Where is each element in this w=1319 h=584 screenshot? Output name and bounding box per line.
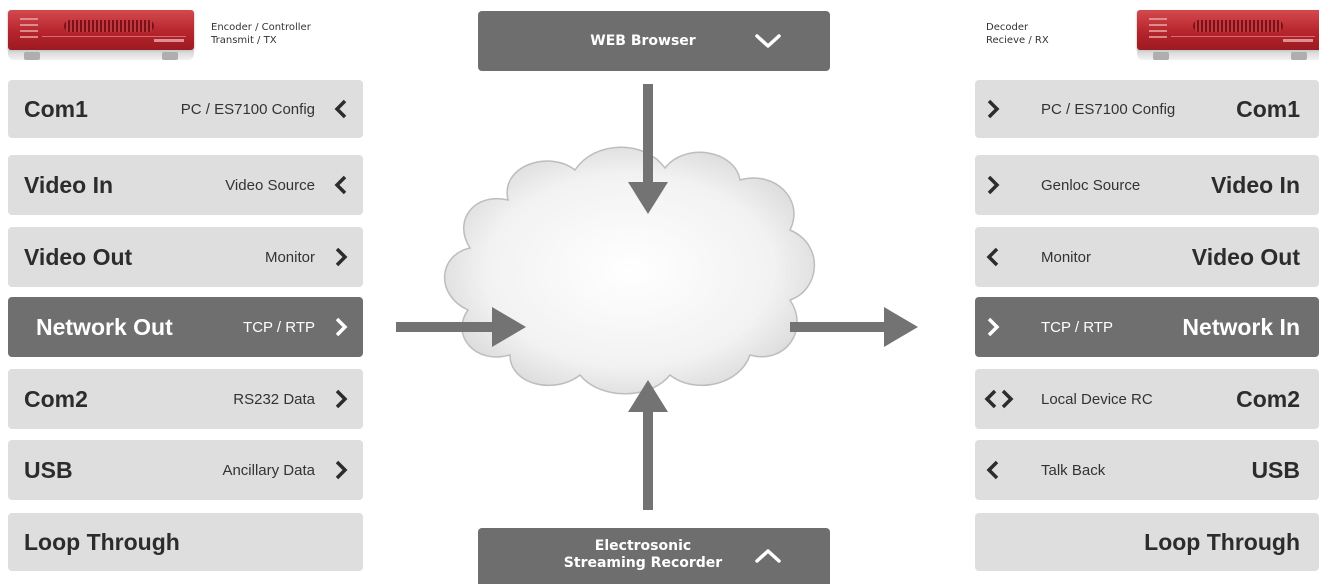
chevron-down-icon bbox=[755, 34, 781, 48]
chevron-right-icon bbox=[333, 316, 349, 338]
encoder-row-video-out[interactable]: Monitor Video Out bbox=[8, 227, 363, 287]
chevron-left-icon bbox=[983, 388, 999, 410]
decoder-port-label: Com2 bbox=[1236, 386, 1300, 412]
encoder-device-image bbox=[8, 10, 194, 60]
web-browser-label: WEB Browser bbox=[590, 33, 696, 49]
encoder-row-network-out[interactable]: TCP / RTP Network Out bbox=[8, 297, 363, 357]
web-browser-box[interactable]: WEB Browser bbox=[478, 11, 830, 71]
decoder-port-label: Video Out bbox=[1191, 244, 1300, 270]
chevron-right-icon bbox=[985, 98, 1001, 120]
encoder-row-com2[interactable]: RS232 Data Com2 bbox=[8, 369, 363, 429]
decoder-port-label: Network In bbox=[1182, 314, 1300, 340]
encoder-port-description: TCP / RTP bbox=[243, 319, 315, 336]
recorder-line1: Electrosonic bbox=[594, 538, 692, 554]
decoder-port-description: Monitor bbox=[1041, 249, 1092, 266]
encoder-port-label: Video In bbox=[24, 172, 114, 198]
encoder-port-label: Com2 bbox=[24, 386, 88, 412]
chevron-left-icon bbox=[985, 246, 1001, 268]
streaming-recorder-box[interactable]: Electrosonic Streaming Recorder bbox=[478, 528, 830, 584]
decoder-row-video-in[interactable]: Genloc Source Video In bbox=[975, 155, 1319, 215]
decoder-port-label: Video In bbox=[1210, 172, 1300, 198]
chevron-right-icon bbox=[985, 174, 1001, 196]
decoder-caption-line2: Recieve / RX bbox=[986, 35, 1049, 46]
encoder-port-label: Network Out bbox=[36, 314, 173, 340]
encoder-port-description: Ancillary Data bbox=[222, 462, 315, 479]
encoder-row-usb[interactable]: Ancillary Data USB bbox=[8, 440, 363, 500]
encoder-caption-line2: Transmit / TX bbox=[211, 35, 277, 46]
encoder-port-description: RS232 Data bbox=[233, 391, 315, 408]
recorder-label: Electrosonic Streaming Recorder bbox=[538, 538, 748, 572]
chevron-left-icon bbox=[985, 459, 1001, 481]
encoder-port-description: PC / ES7100 Config bbox=[180, 101, 315, 118]
encoder-caption-line1: Encoder / Controller bbox=[211, 22, 311, 33]
chevron-left-icon bbox=[333, 98, 349, 120]
decoder-row-network-in[interactable]: TCP / RTP Network In bbox=[975, 297, 1319, 357]
decoder-caption: Decoder Recieve / RX bbox=[986, 21, 1049, 47]
network-diagram bbox=[396, 84, 918, 510]
encoder-port-label: USB bbox=[24, 457, 73, 483]
decoder-port-label: Loop Through bbox=[1144, 529, 1300, 555]
recorder-line2: Streaming Recorder bbox=[563, 555, 723, 571]
decoder-row-loop-through[interactable]: Loop Through bbox=[975, 513, 1319, 571]
decoder-port-description: TCP / RTP bbox=[1041, 319, 1113, 336]
encoder-port-description: Video Source bbox=[225, 177, 315, 194]
decoder-row-usb[interactable]: Talk Back USB bbox=[975, 440, 1319, 500]
decoder-port-description: Talk Back bbox=[1041, 462, 1106, 479]
decoder-device-image bbox=[1137, 10, 1319, 60]
encoder-port-description: Monitor bbox=[264, 249, 315, 266]
encoder-port-label: Com1 bbox=[24, 96, 88, 122]
decoder-port-description: PC / ES7100 Config bbox=[1041, 101, 1176, 118]
encoder-row-com1[interactable]: PC / ES7100 Config Com1 bbox=[8, 80, 363, 138]
chevron-up-icon bbox=[755, 549, 781, 563]
decoder-port-description: Local Device RC bbox=[1041, 391, 1153, 408]
encoder-port-label: Loop Through bbox=[24, 529, 180, 555]
encoder-caption: Encoder / Controller Transmit / TX bbox=[211, 21, 311, 47]
decoder-row-com2[interactable]: Local Device RC Com2 bbox=[975, 369, 1319, 429]
arrow-encoder-to-cloud bbox=[396, 307, 526, 347]
network-cloud bbox=[443, 146, 816, 395]
encoder-port-label: Video Out bbox=[24, 244, 133, 270]
chevron-right-icon bbox=[985, 316, 1001, 338]
encoder-row-loop-through[interactable]: Loop Through bbox=[8, 513, 363, 571]
decoder-port-description: Genloc Source bbox=[1041, 177, 1141, 194]
decoder-port-label: Com1 bbox=[1236, 96, 1300, 122]
chevron-right-icon bbox=[333, 246, 349, 268]
chevron-right-icon bbox=[333, 388, 349, 410]
decoder-row-video-out[interactable]: Monitor Video Out bbox=[975, 227, 1319, 287]
decoder-caption-line1: Decoder bbox=[986, 22, 1029, 33]
arrow-up-from-recorder bbox=[628, 380, 668, 510]
chevron-right-icon bbox=[333, 459, 349, 481]
arrow-cloud-to-decoder bbox=[790, 307, 918, 347]
chevron-right-icon bbox=[999, 388, 1015, 410]
arrow-down-from-browser bbox=[628, 84, 668, 214]
chevron-left-icon bbox=[333, 174, 349, 196]
decoder-port-label: USB bbox=[1251, 457, 1300, 483]
encoder-row-video-in[interactable]: Video Source Video In bbox=[8, 155, 363, 215]
decoder-row-com1[interactable]: PC / ES7100 Config Com1 bbox=[975, 80, 1319, 138]
